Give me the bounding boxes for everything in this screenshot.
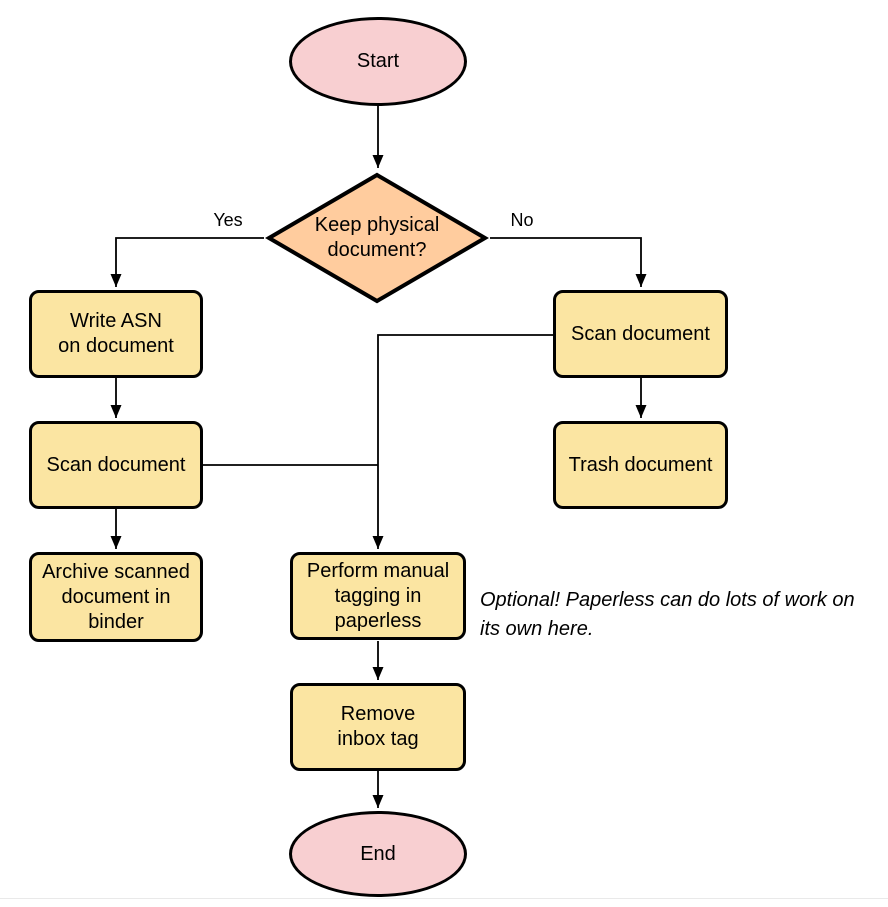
node-scan-document-right: Scan document bbox=[553, 290, 728, 378]
node-scan-document-left: Scan document bbox=[29, 421, 203, 509]
node-start: Start bbox=[289, 17, 467, 106]
node-scan-document-right-label: Scan document bbox=[571, 322, 710, 345]
node-end-label: End bbox=[360, 842, 396, 865]
node-start-label: Start bbox=[356, 50, 400, 72]
node-decision-label: Keep physical document? bbox=[314, 214, 440, 261]
node-write-asn-label: Write ASN on document bbox=[58, 310, 174, 357]
edge-decision-no-to-scan-right bbox=[490, 237, 647, 287]
edge-scan-right-to-tagging bbox=[372, 334, 553, 549]
edge-decision-yes-to-write-asn bbox=[110, 237, 264, 287]
node-remove-inbox-tag-label: Remove inbox tag bbox=[337, 703, 419, 750]
bottom-divider bbox=[0, 898, 888, 899]
node-manual-tagging-label: Perform manual tagging in paperless bbox=[306, 559, 450, 632]
node-remove-inbox-tag: Remove inbox tag bbox=[290, 683, 466, 771]
optional-annotation: Optional! Paperless can do lots of work … bbox=[480, 589, 855, 640]
diamond-shape bbox=[265, 172, 489, 304]
node-trash-document: Trash document bbox=[553, 421, 728, 509]
node-scan-document-left-label: Scan document bbox=[46, 453, 186, 476]
node-trash-document-label: Trash document bbox=[568, 453, 713, 476]
node-decision-keep-physical: Keep physical document? bbox=[264, 171, 490, 305]
edge-label-no: No bbox=[510, 210, 534, 230]
node-write-asn: Write ASN on document bbox=[29, 290, 203, 378]
node-manual-tagging: Perform manual tagging in paperless bbox=[290, 552, 466, 640]
node-archive-in-binder: Archive scanned document in binder bbox=[29, 552, 203, 642]
node-archive-in-binder-label: Archive scanned document in binder bbox=[42, 560, 190, 633]
node-end: End bbox=[289, 811, 467, 897]
edge-label-yes: Yes bbox=[213, 210, 243, 230]
